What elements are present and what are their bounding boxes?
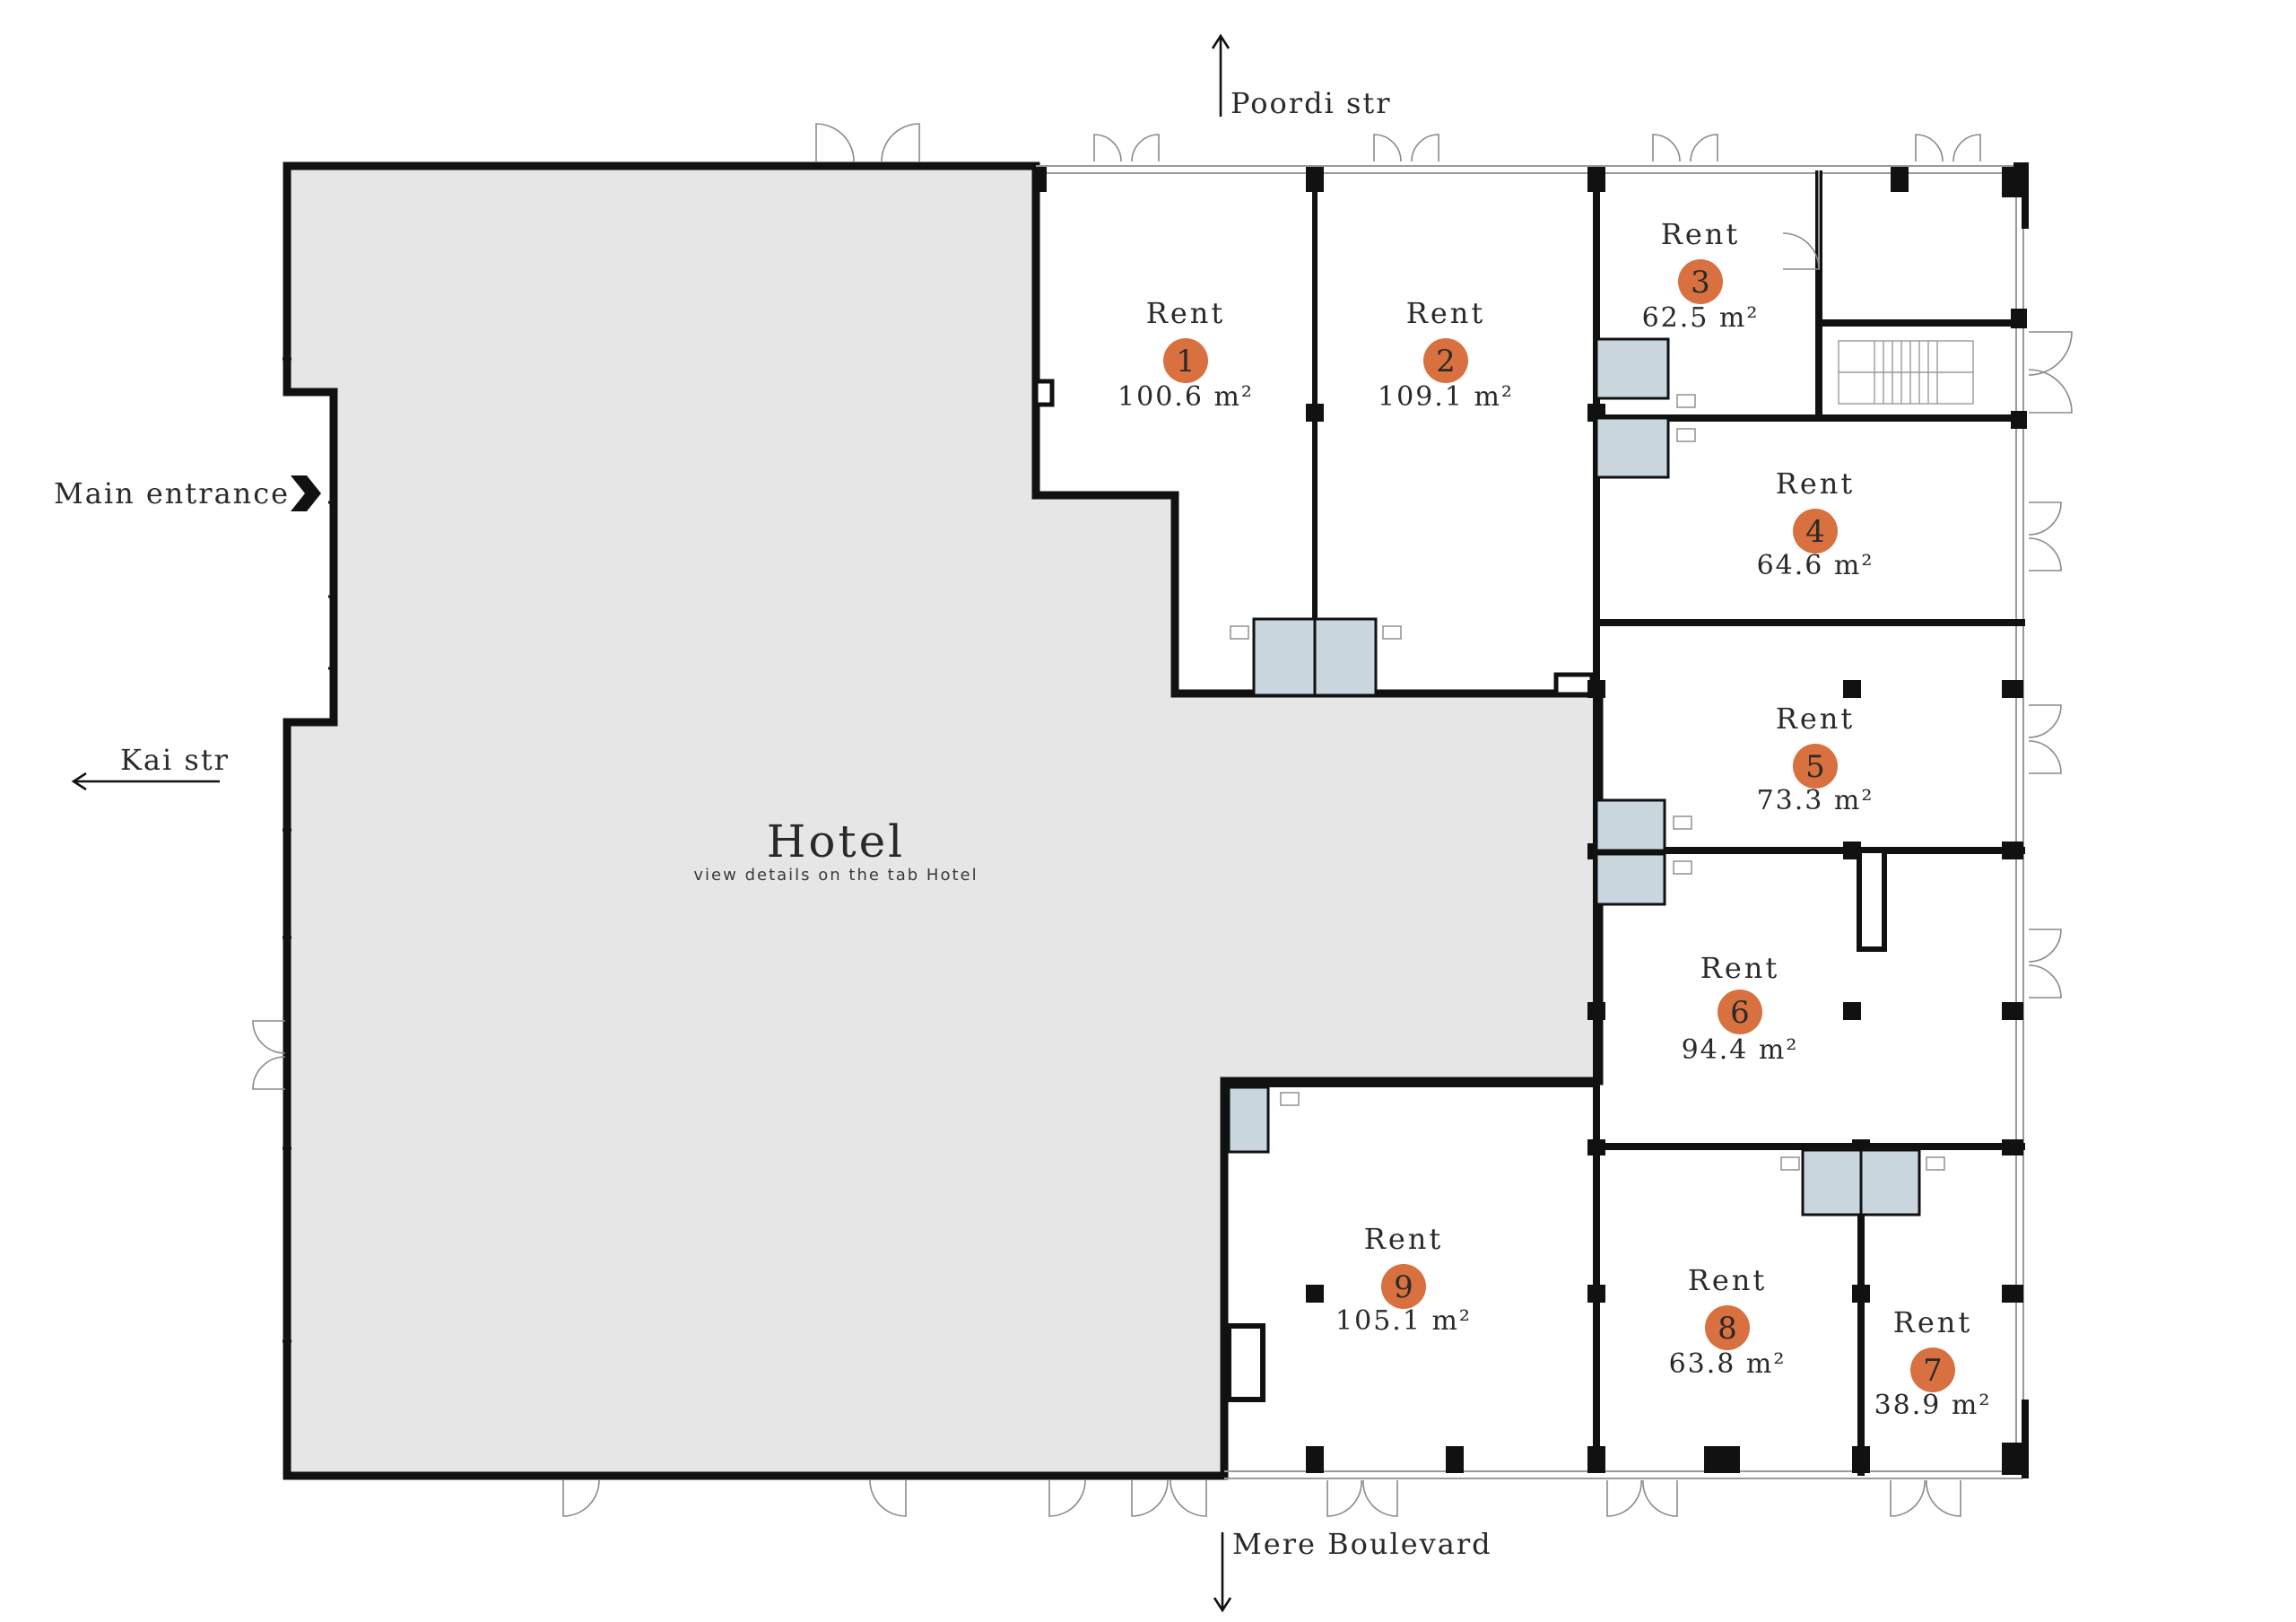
unit-area: 64.6 m²	[1757, 550, 1874, 581]
unit-rent-label: Rent	[1661, 217, 1741, 251]
unit-area: 94.4 m²	[1682, 1034, 1799, 1066]
unit-rent-label: Rent	[1776, 702, 1856, 736]
unit-number: 5	[1805, 749, 1825, 785]
unit-3[interactable]: Rent 3 62.5 m²	[1642, 217, 1760, 334]
doors	[252, 123, 2073, 1517]
unit-number: 6	[1730, 995, 1750, 1031]
unit-6[interactable]: Rent 6 94.4 m²	[1682, 951, 1799, 1066]
chevron-right-icon	[291, 475, 321, 511]
unit-number: 8	[1718, 1311, 1737, 1347]
unit-number-badge	[1910, 1347, 1955, 1392]
pillars	[1032, 167, 2027, 1475]
unit-1[interactable]: Rent 1 100.6 m²	[1118, 296, 1254, 413]
unit-number: 4	[1805, 514, 1825, 550]
unit-number-badge	[1793, 744, 1838, 789]
unit-8[interactable]: Rent 8 63.8 m²	[1669, 1263, 1787, 1380]
unit-number-badge	[1423, 338, 1468, 383]
unit-rent-label: Rent	[1776, 467, 1856, 501]
unit-area: 63.8 m²	[1669, 1348, 1787, 1380]
west-arrow-icon	[71, 772, 220, 791]
unit-number-badge	[1163, 338, 1208, 383]
street-north: Poordi str	[1231, 86, 1392, 120]
unit-number-badge	[1381, 1264, 1426, 1309]
unit-number-badge	[1718, 990, 1762, 1034]
wc-blocks	[1227, 337, 1945, 1216]
unit-rent-label: Rent	[1893, 1305, 1973, 1339]
hotel-wall-ticks	[283, 357, 337, 1343]
unit-area: 62.5 m²	[1642, 302, 1760, 334]
unit-7[interactable]: Rent 7 38.9 m²	[1874, 1305, 1992, 1421]
unit-area: 105.1 m²	[1335, 1305, 1472, 1337]
unit-area: 109.1 m²	[1378, 381, 1514, 413]
unit-rent-label: Rent	[1364, 1222, 1444, 1256]
staircase	[1838, 340, 1974, 405]
hotel-title: Hotel	[767, 815, 905, 868]
unit-2[interactable]: Rent 2 109.1 m²	[1378, 296, 1514, 413]
unit-number: 9	[1394, 1269, 1413, 1305]
unit-number: 1	[1176, 344, 1196, 379]
north-arrow-icon	[1211, 33, 1231, 117]
unit-rent-label: Rent	[1700, 951, 1780, 985]
main-entrance-label: Main entrance	[54, 476, 290, 510]
unit-rent-label: Rent	[1146, 296, 1226, 330]
unit-number-badge	[1793, 509, 1838, 554]
unit-rent-label: Rent	[1406, 296, 1486, 330]
street-south: Mere Boulevard	[1232, 1527, 1492, 1561]
unit-area: 38.9 m²	[1874, 1390, 1992, 1421]
unit-number-badge	[1678, 259, 1723, 304]
south-arrow-icon	[1213, 1532, 1232, 1613]
unit-4[interactable]: Rent 4 64.6 m²	[1757, 467, 1874, 581]
unit-area: 100.6 m²	[1118, 381, 1254, 413]
unit-number: 3	[1691, 265, 1710, 301]
unit-number: 7	[1923, 1353, 1943, 1389]
street-west: Kai str	[120, 743, 230, 777]
unit-number-badge	[1705, 1305, 1750, 1350]
unit-number: 2	[1436, 344, 1456, 379]
unit-5[interactable]: Rent 5 73.3 m²	[1757, 702, 1874, 816]
unit-area: 73.3 m²	[1757, 785, 1874, 816]
hotel-subtitle: view details on the tab Hotel	[693, 866, 978, 885]
unit-rent-label: Rent	[1688, 1263, 1768, 1297]
unit-9[interactable]: Rent 9 105.1 m²	[1335, 1222, 1472, 1337]
